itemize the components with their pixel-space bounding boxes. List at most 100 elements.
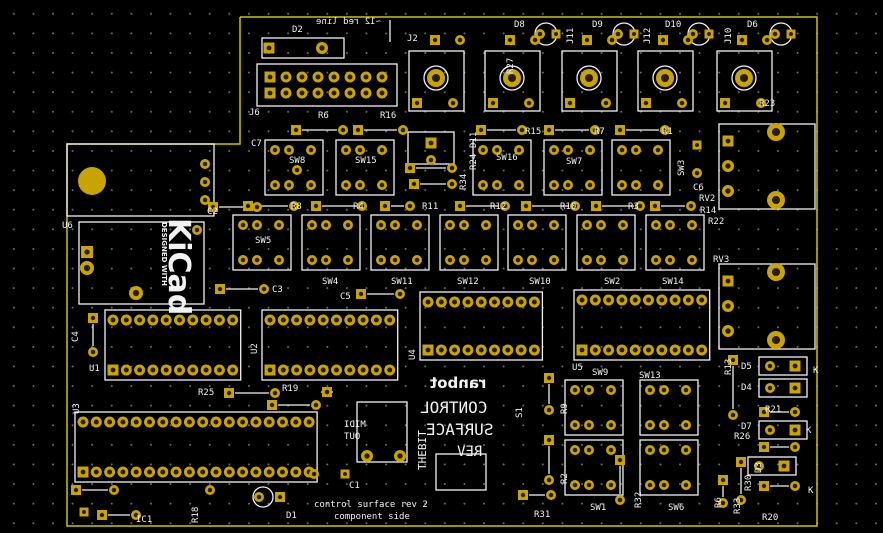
ref-r8: R8 — [291, 202, 302, 212]
pad-hole — [792, 427, 798, 433]
pad-hole — [672, 347, 678, 353]
pad-hole — [619, 182, 625, 188]
ref-d6: D6 — [747, 20, 758, 30]
ref-c3: C3 — [272, 285, 283, 295]
rev-text: REV — [457, 444, 483, 460]
pad-hole — [617, 497, 623, 503]
regulator-tab — [78, 167, 106, 195]
ref-r14: R14 — [700, 206, 717, 216]
pad-hole — [272, 390, 278, 396]
tactile-switch — [232, 214, 292, 271]
pad-hole — [494, 182, 500, 188]
pad-hole — [132, 289, 140, 297]
ref-k3: K — [808, 486, 814, 496]
tactile-switch — [639, 439, 699, 496]
pad-hole — [647, 387, 653, 393]
pad-hole — [685, 297, 691, 303]
pad-hole — [457, 37, 463, 43]
pad-hole — [603, 100, 609, 106]
pad-hole — [177, 367, 182, 373]
pad-hole — [683, 447, 689, 453]
pad-hole — [771, 335, 781, 345]
pad-hole — [690, 31, 696, 37]
board-edge — [66, 16, 818, 527]
pad-hole — [725, 303, 731, 309]
pad-hole — [407, 165, 413, 171]
pad-hole — [617, 457, 623, 463]
pad-hole — [655, 147, 661, 153]
ref-k2: K — [806, 426, 812, 436]
pad-hole — [586, 422, 592, 428]
pad-hole — [323, 257, 329, 263]
pad-hole — [357, 182, 363, 188]
pad-hole — [515, 257, 521, 263]
pad-hole — [480, 147, 486, 153]
pad-hole — [465, 347, 471, 353]
pad-hole — [83, 264, 91, 272]
ref-sw7: SW7 — [566, 157, 583, 167]
pad-hole — [160, 469, 166, 475]
pad-hole — [632, 347, 638, 353]
pad-hole — [699, 297, 705, 303]
pad-hole — [730, 357, 736, 363]
pad-hole — [647, 447, 653, 453]
pad-hole — [619, 297, 625, 303]
pad-hole — [725, 278, 731, 284]
pad-hole — [294, 167, 300, 173]
pad-hole — [382, 203, 388, 209]
potentiometer — [718, 123, 816, 210]
pad-hole — [617, 127, 623, 133]
jack-body — [408, 50, 465, 112]
pad-hole — [551, 147, 557, 153]
dc-jack — [78, 221, 205, 305]
pad-hole — [355, 127, 361, 133]
pad-hole — [518, 299, 524, 305]
pad-hole — [99, 512, 105, 518]
pad-hole — [792, 409, 798, 415]
pad-hole — [661, 482, 667, 488]
pad-hole — [123, 367, 129, 373]
pad-hole — [309, 257, 315, 263]
ref-d2: D2 — [292, 25, 303, 35]
pad-hole — [230, 367, 236, 373]
ref-d11: D11 — [469, 131, 479, 148]
pad-hole — [379, 147, 385, 153]
pad-hole — [739, 37, 745, 43]
ref-d7: D7 — [741, 422, 752, 432]
surface-text: SURFACE — [426, 420, 494, 439]
pad-hole — [461, 257, 467, 263]
pad-hole — [400, 127, 406, 133]
pad-hole — [586, 387, 592, 393]
pad-hole — [679, 100, 685, 106]
pad-hole — [738, 497, 744, 503]
pad-hole — [695, 143, 699, 147]
pad-hole — [572, 422, 578, 428]
midi-block — [356, 401, 408, 463]
ref-d8: D8 — [514, 20, 525, 30]
pad-hole — [343, 182, 349, 188]
pad-hole — [789, 32, 793, 36]
pad-hole — [598, 222, 604, 228]
pad-hole — [110, 367, 116, 373]
pad-hole — [293, 419, 299, 425]
pad-hole — [725, 138, 731, 144]
pad-hole — [269, 402, 275, 408]
pad-hole — [554, 32, 558, 36]
pad-hole — [767, 385, 773, 391]
diode-outline — [758, 356, 808, 376]
pad-hole — [359, 203, 365, 209]
jack-ring — [731, 65, 757, 91]
ref-c6: C6 — [693, 183, 704, 193]
pad-hole — [551, 182, 557, 188]
diode-d2 — [261, 37, 345, 59]
ref-sw14: SW14 — [662, 277, 684, 287]
ref-sw11: SW11 — [391, 277, 413, 287]
pad-hole — [546, 477, 552, 483]
pad-hole — [767, 427, 773, 433]
tactile-switch — [543, 139, 603, 196]
pad-hole — [320, 367, 326, 373]
pad-hole — [584, 222, 590, 228]
tactile-switch — [564, 379, 624, 436]
ref-r21: R21 — [765, 405, 782, 415]
